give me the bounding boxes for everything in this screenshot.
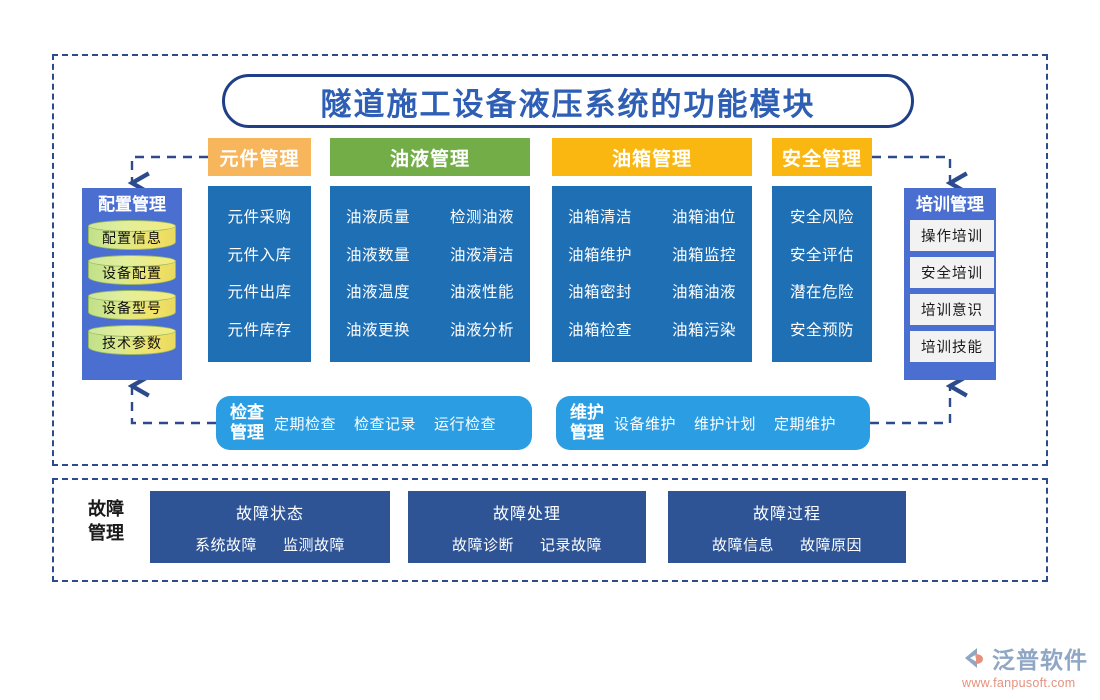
training-item[interactable]: 培训意识: [910, 294, 994, 326]
maintenance-item[interactable]: 设备维护: [614, 415, 677, 433]
category-item[interactable]: 油液温度: [345, 284, 410, 301]
training-item[interactable]: 培训技能: [910, 331, 994, 363]
category-item[interactable]: 油箱油液: [671, 284, 736, 301]
maintenance-title-line1: 维护: [570, 403, 604, 423]
category-item[interactable]: 油箱维护: [567, 246, 632, 264]
logo-url: www.fanpusoft.com: [962, 676, 1076, 690]
config-panel-title: 配置管理: [98, 195, 166, 214]
fault-item[interactable]: 故障原因: [800, 536, 863, 554]
maintenance-item[interactable]: 定期维护: [774, 415, 837, 433]
database-cylinder-icon[interactable]: 技术参数: [88, 325, 176, 357]
cylinder-top: [88, 290, 176, 303]
fault-item[interactable]: 故障诊断: [451, 536, 514, 554]
category-item[interactable]: 油箱检查: [567, 321, 632, 339]
maintenance-items: 设备维护 维护计划 定期维护: [604, 413, 836, 434]
category-item[interactable]: 油液质量: [345, 209, 410, 226]
database-cylinder-icon[interactable]: 设备配置: [88, 255, 176, 287]
fault-status-box: 故障状态 系统故障 监测故障: [150, 491, 390, 563]
category-item[interactable]: 元件出库: [227, 284, 292, 301]
category-item[interactable]: 油箱油位: [671, 209, 736, 226]
fault-management-label: 故障 管理: [66, 497, 146, 546]
maintenance-management-box: 维护 管理 设备维护 维护计划 定期维护: [556, 396, 870, 450]
inspection-title-line2: 管理: [230, 423, 264, 442]
category-item[interactable]: 油箱监控: [671, 246, 736, 264]
fault-label-line2: 管理: [88, 523, 124, 544]
config-item-label: 设备配置: [102, 265, 162, 282]
category-header-component[interactable]: 元件管理: [208, 138, 311, 176]
fault-box-title: 故障状态: [235, 505, 304, 523]
database-cylinder-icon[interactable]: 设备型号: [88, 290, 176, 322]
category-item[interactable]: 元件库存: [227, 321, 292, 339]
category-item[interactable]: 潜在危险: [789, 284, 854, 301]
category-body-oil: 油液质量 检测油液 油液数量 油液清洁 油液温度 油液性能 油液更换 油液分析: [330, 186, 530, 362]
cylinder-top: [88, 220, 176, 233]
category-body-tank: 油箱清洁 油箱油位 油箱维护 油箱监控 油箱密封 油箱油液 油箱检查 油箱污染: [552, 186, 752, 362]
fault-handling-box: 故障处理 故障诊断 记录故障: [408, 491, 646, 563]
category-item[interactable]: 油箱密封: [567, 284, 632, 301]
category-item[interactable]: 油液分析: [449, 321, 514, 339]
config-item-label: 技术参数: [102, 335, 162, 352]
inspection-title-line1: 检查: [230, 403, 264, 423]
category-body-component: 元件采购 元件入库 元件出库 元件库存: [208, 186, 311, 362]
fault-box-items: 故障诊断 记录故障: [452, 534, 602, 555]
category-header-safety[interactable]: 安全管理: [772, 138, 872, 176]
category-item[interactable]: 油箱污染: [671, 321, 736, 339]
fault-module-frame: [52, 478, 1048, 582]
category-item[interactable]: 油箱清洁: [567, 209, 632, 226]
category-item[interactable]: 油液更换: [345, 321, 410, 339]
category-item[interactable]: 安全评估: [789, 246, 854, 264]
fanpu-mark-icon: [965, 648, 983, 668]
category-item[interactable]: 油液清洁: [449, 246, 514, 264]
fault-process-box: 故障过程 故障信息 故障原因: [668, 491, 906, 563]
category-body-safety: 安全风险 安全评估 潜在危险 安全预防: [772, 186, 872, 362]
category-item[interactable]: 油液数量: [345, 246, 410, 264]
fault-item[interactable]: 监测故障: [283, 536, 346, 554]
fault-box-title: 故障处理: [492, 505, 561, 523]
category-header-tank[interactable]: 油箱管理: [552, 138, 752, 176]
category-item[interactable]: 元件采购: [227, 209, 292, 226]
config-item-label: 配置信息: [102, 230, 162, 247]
fault-item[interactable]: 系统故障: [194, 536, 257, 554]
fault-box-items: 系统故障 监测故障: [195, 534, 345, 555]
cylinder-top: [88, 325, 176, 338]
maintenance-item[interactable]: 维护计划: [694, 415, 757, 433]
training-panel-title: 培训管理: [916, 195, 984, 214]
inspection-item[interactable]: 运行检查: [434, 415, 497, 433]
category-item[interactable]: 检测油液: [449, 209, 514, 226]
fault-item[interactable]: 记录故障: [540, 536, 603, 554]
database-cylinder-icon[interactable]: 配置信息: [88, 220, 176, 252]
training-item[interactable]: 操作培训: [910, 220, 994, 252]
inspection-items: 定期检查 检查记录 运行检查: [264, 413, 496, 434]
maintenance-title: 维护 管理: [556, 403, 604, 442]
fault-label-line1: 故障: [88, 499, 124, 519]
logo-row: 泛普软件: [962, 641, 1094, 675]
training-management-panel: 培训管理 操作培训 安全培训 培训意识 培训技能: [904, 188, 996, 380]
fault-item[interactable]: 故障信息: [711, 536, 774, 554]
fault-box-items: 故障信息 故障原因: [712, 534, 862, 555]
logo-name: 泛普软件: [992, 647, 1088, 673]
config-item-label: 设备型号: [102, 300, 162, 317]
fault-box-title: 故障过程: [752, 505, 821, 523]
training-item[interactable]: 安全培训: [910, 257, 994, 289]
diagram-title: 隧道施工设备液压系统的功能模块: [320, 86, 816, 123]
config-management-panel: 配置管理 配置信息 设备配置 设备型号 技术参数: [82, 188, 182, 380]
maintenance-title-line2: 管理: [570, 423, 604, 442]
category-header-oil[interactable]: 油液管理: [330, 138, 530, 176]
cylinder-top: [88, 255, 176, 268]
inspection-title: 检查 管理: [216, 403, 264, 442]
main-module-frame: [52, 54, 1048, 466]
category-item[interactable]: 油液性能: [449, 284, 514, 301]
inspection-item[interactable]: 检查记录: [354, 415, 417, 433]
category-item[interactable]: 安全风险: [789, 209, 854, 226]
category-item[interactable]: 安全预防: [789, 321, 854, 339]
category-item[interactable]: 元件入库: [227, 246, 292, 264]
inspection-management-box: 检查 管理 定期检查 检查记录 运行检查: [216, 396, 532, 450]
inspection-item[interactable]: 定期检查: [274, 415, 337, 433]
vendor-logo: 泛普软件 www.fanpusoft.com: [962, 641, 1094, 690]
diagram-title-box: 隧道施工设备液压系统的功能模块: [222, 74, 914, 128]
